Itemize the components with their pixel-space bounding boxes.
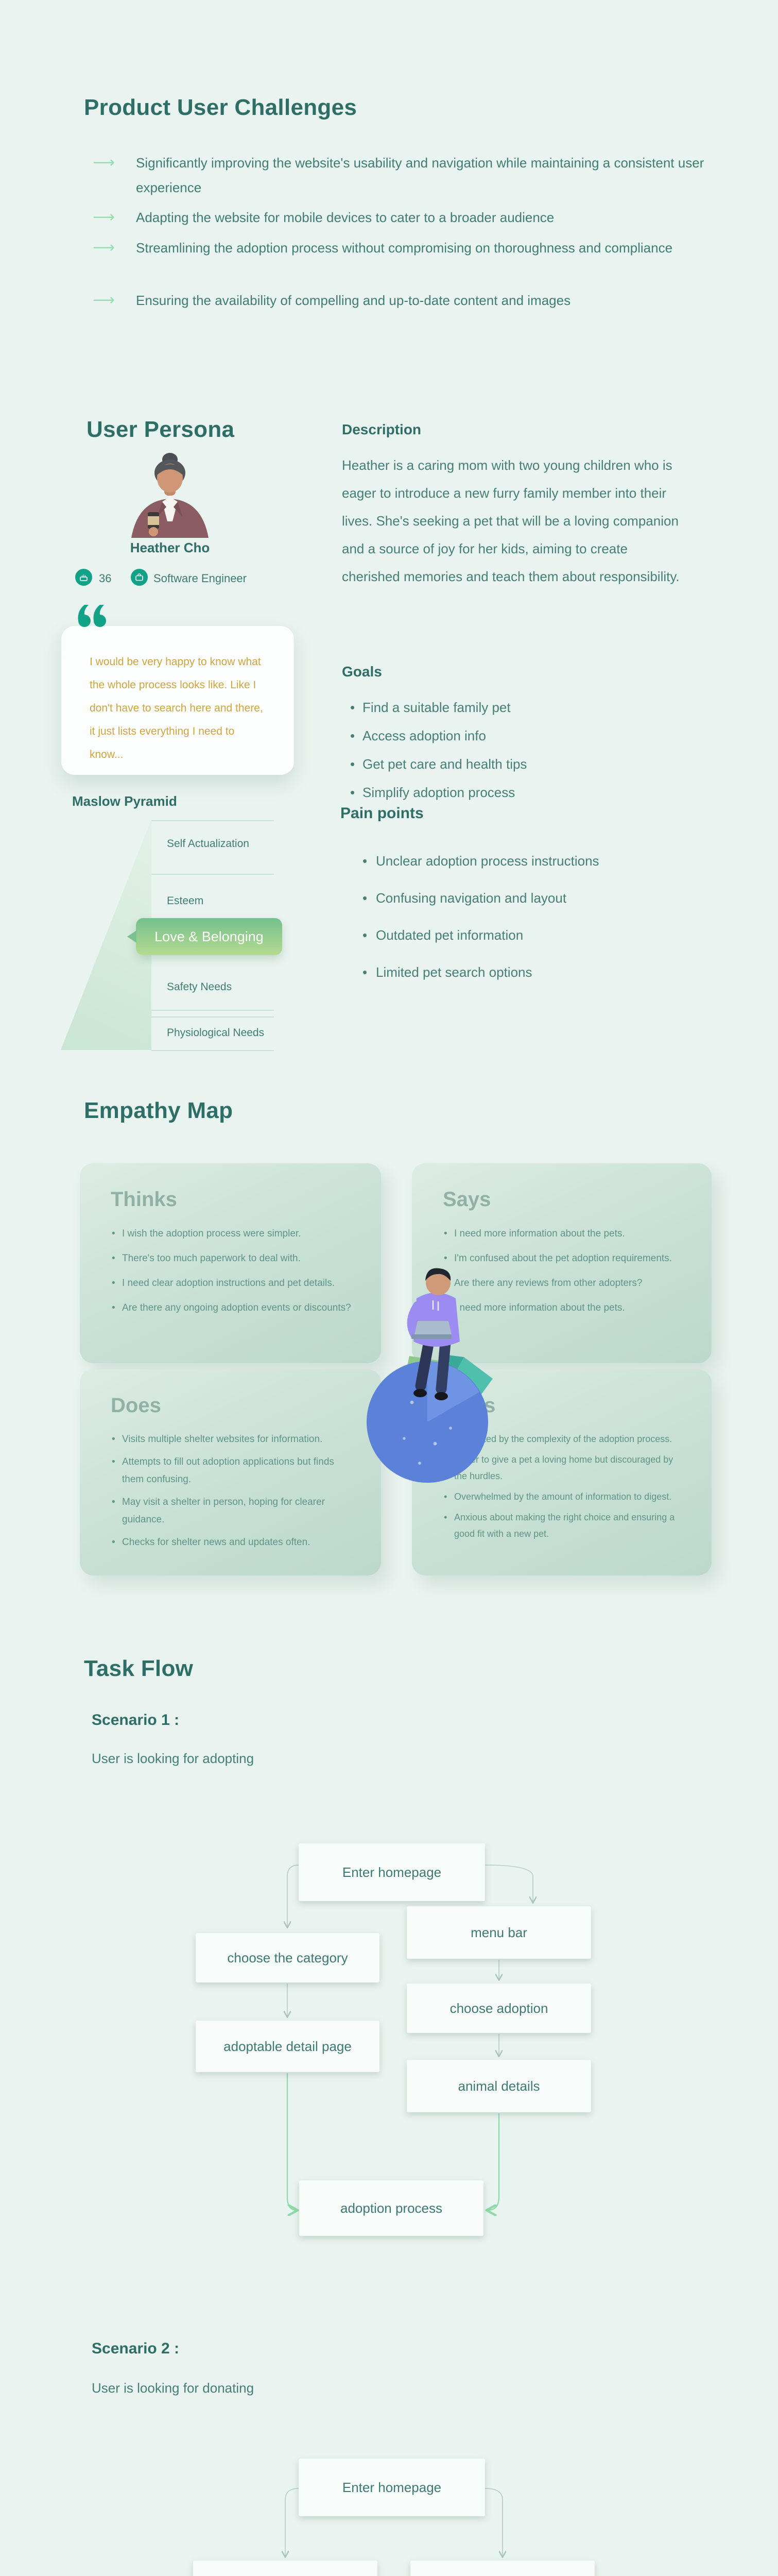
scenario2-subtitle: User is looking for donating bbox=[92, 2380, 254, 2396]
quote-card bbox=[61, 626, 294, 775]
persona-quote: I would be very happy to know what the w… bbox=[90, 656, 263, 760]
pyramid-divider bbox=[151, 1050, 274, 1051]
pain-point: Limited pet search options bbox=[360, 964, 695, 980]
empathy-says-card: Says I need more information about the p… bbox=[412, 1163, 712, 1363]
flow-node-enter-homepage: Enter homepage bbox=[299, 1843, 485, 1901]
flow-node-menu-drop-list: Menu drop list bbox=[410, 2561, 595, 2576]
empathy-item: Checks for shelter news and updates ofte… bbox=[111, 1534, 354, 1551]
flow-node-animal-details: animal details bbox=[407, 2060, 591, 2112]
goal-item: Find a suitable family pet bbox=[348, 693, 667, 722]
pain-point: Confusing navigation and layout bbox=[360, 890, 695, 906]
quadrant-label: Thinks bbox=[111, 1188, 177, 1211]
maslow-level: Esteem bbox=[167, 895, 204, 907]
arrow-right-icon: ⟶ bbox=[93, 209, 115, 226]
persona-age: 36 bbox=[99, 572, 112, 585]
persona-avatar bbox=[131, 453, 209, 538]
quote-icon bbox=[78, 605, 106, 627]
challenge-text: Ensuring the availability of compelling … bbox=[136, 293, 571, 308]
pyramid-divider bbox=[151, 820, 274, 821]
empathy-feels-card: Feels Frustrated by the complexity of th… bbox=[412, 1369, 712, 1575]
empathy-item: Attempts to fill out adoption applicatio… bbox=[111, 1453, 354, 1488]
empathy-item: I'm confused about the pet adoption requ… bbox=[443, 1249, 685, 1268]
empathy-item: Are there any ongoing adoption events or… bbox=[111, 1299, 354, 1317]
persona-description: Heather is a caring mom with two young c… bbox=[342, 457, 680, 584]
challenge-item: ⟶ Ensuring the availability of compellin… bbox=[93, 288, 711, 313]
empathy-item: Visits multiple shelter websites for inf… bbox=[111, 1431, 354, 1448]
empathy-does-card: Does Visits multiple shelter websites fo… bbox=[80, 1369, 381, 1575]
goals-label: Goals bbox=[342, 664, 382, 680]
challenge-item: ⟶ Significantly improving the website's … bbox=[93, 150, 711, 200]
empathy-item: I wish the adoption process were simpler… bbox=[111, 1225, 354, 1243]
empathy-item: Overwhelmed by the amount of information… bbox=[443, 1488, 685, 1505]
quadrant-list: Visits multiple shelter websites for inf… bbox=[111, 1431, 354, 1551]
pain-points-label: Pain points bbox=[340, 805, 424, 822]
challenge-item: ⟶ Streamlining the adoption process with… bbox=[93, 235, 711, 260]
quadrant-label: Does bbox=[111, 1394, 161, 1417]
pain-point: Outdated pet information bbox=[360, 927, 695, 943]
challenge-text: Adapting the website for mobile devices … bbox=[136, 210, 555, 225]
flow-node-choose-category: choose the category bbox=[196, 1933, 379, 1982]
persona-occupation: Software Engineer bbox=[153, 572, 247, 585]
persona-name: Heather Cho bbox=[130, 540, 210, 555]
occupation-badge bbox=[131, 569, 148, 586]
description-label: Description bbox=[342, 421, 422, 437]
challenge-text: Streamlining the adoption process withou… bbox=[136, 240, 673, 256]
age-badge bbox=[75, 569, 92, 586]
maslow-pyramid-label: Maslow Pyramid bbox=[72, 793, 177, 809]
challenge-item: ⟶ Adapting the website for mobile device… bbox=[93, 205, 711, 230]
person-on-pie-chart-illustration bbox=[367, 1268, 493, 1483]
quadrant-list: I need more information about the pets. … bbox=[443, 1225, 685, 1317]
pyramid-divider bbox=[151, 874, 274, 875]
maslow-pyramid: Self Actualization Esteem Love & Belongi… bbox=[61, 819, 282, 1052]
maslow-highlight-badge: Love & Belonging bbox=[127, 918, 282, 955]
empathy-item: There's too much paperwork to deal with. bbox=[111, 1249, 354, 1268]
maslow-level: Physiological Needs bbox=[167, 1027, 265, 1039]
empathy-item: I need more information about the pets. bbox=[443, 1225, 685, 1243]
goals-list: Find a suitable family pet Access adopti… bbox=[348, 693, 667, 807]
persona-title: User Persona bbox=[87, 417, 235, 443]
quadrant-list: I wish the adoption process were simpler… bbox=[111, 1225, 354, 1317]
pain-point: Unclear adoption process instructions bbox=[360, 853, 695, 869]
goal-item: Access adoption info bbox=[348, 722, 667, 750]
flow-node-adoption-process: adoption process bbox=[299, 2180, 483, 2236]
maslow-level: Self Actualization bbox=[167, 838, 249, 850]
empathy-title: Empathy Map bbox=[84, 1098, 233, 1124]
briefcase-icon bbox=[135, 573, 143, 581]
challenge-text: Significantly improving the website's us… bbox=[136, 155, 704, 195]
scenario1-subtitle: User is looking for adopting bbox=[92, 1751, 254, 1766]
quadrant-label: Says bbox=[443, 1188, 491, 1211]
taskflow-title: Task Flow bbox=[84, 1656, 194, 1682]
empathy-item: May visit a shelter in person, hoping fo… bbox=[111, 1494, 354, 1529]
flow-node-main-page-button: Main page button bbox=[193, 2561, 377, 2576]
flow-node-menu-bar: menu bar bbox=[407, 1906, 591, 1959]
arrow-right-icon: ⟶ bbox=[93, 239, 115, 256]
pyramid-divider bbox=[151, 1010, 274, 1011]
empathy-thinks-card: Thinks I wish the adoption process were … bbox=[80, 1163, 381, 1363]
scenario1-label: Scenario 1 : bbox=[92, 1711, 180, 1728]
empathy-item: Anxious about making the right choice an… bbox=[443, 1509, 685, 1542]
scenario2-label: Scenario 2 : bbox=[92, 2340, 180, 2357]
arrow-right-icon: ⟶ bbox=[93, 154, 115, 171]
pyramid-divider bbox=[151, 1016, 274, 1018]
maslow-level: Safety Needs bbox=[167, 981, 232, 993]
flow-node-choose-adoption: choose adoption bbox=[407, 1984, 591, 2033]
challenges-title: Product User Challenges bbox=[84, 95, 357, 121]
cake-icon bbox=[80, 574, 88, 581]
goal-item: Simplify adoption process bbox=[348, 778, 667, 807]
goal-item: Get pet care and health tips bbox=[348, 750, 667, 778]
flow-node-adoptable-detail: adoptable detail page bbox=[196, 2021, 379, 2072]
empathy-item: I need clear adoption instructions and p… bbox=[111, 1274, 354, 1293]
flow-node-enter-homepage: Enter homepage bbox=[299, 2459, 485, 2516]
arrow-right-icon: ⟶ bbox=[93, 292, 115, 309]
